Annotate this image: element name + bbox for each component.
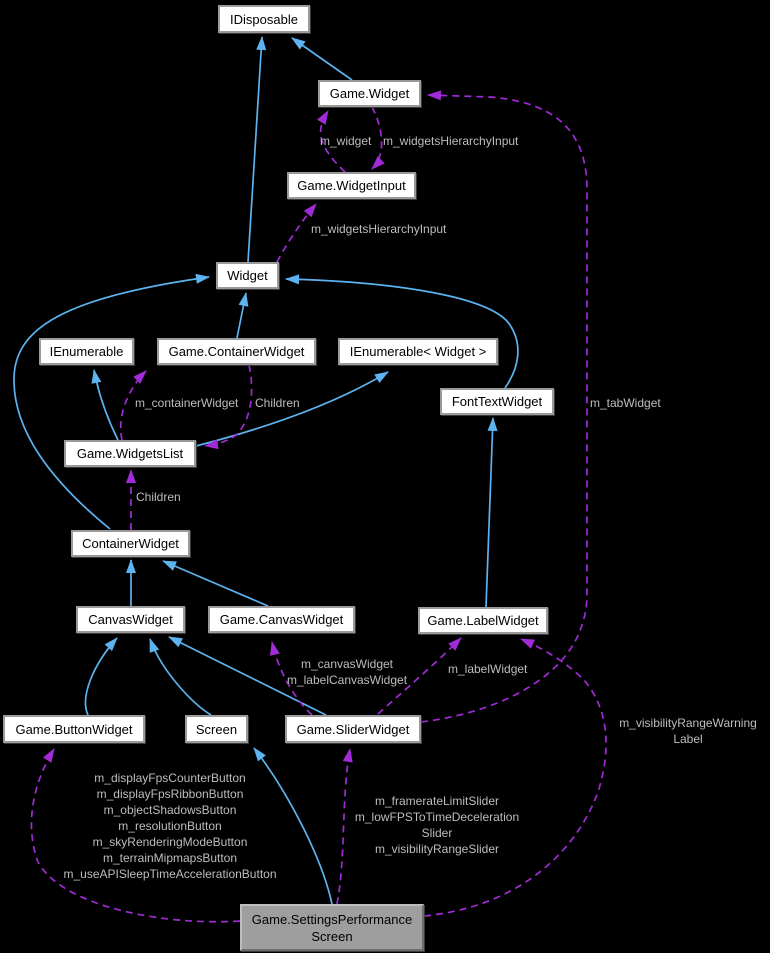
node-ienumerable[interactable]: IEnumerable <box>39 338 134 365</box>
edge-widgetinput-gamewidget-mwidget <box>317 110 346 173</box>
edge-label-visibilityrangewarninglabel: m_visibilityRangeWarning Label <box>619 716 757 746</box>
edge-label-m-containerwidget: m_containerWidget <box>135 396 239 410</box>
edge-label-m-labelwidget: m_labelWidget <box>448 662 528 676</box>
edge-sliderwidget-gamewidget-tab <box>420 90 588 723</box>
node-widget[interactable]: Widget <box>216 262 279 289</box>
node-containerwidget[interactable]: ContainerWidget <box>71 530 190 557</box>
node-game-widget[interactable]: Game.Widget <box>318 80 421 107</box>
edge-label-m-widget: m_widget <box>320 134 372 148</box>
edge-widgetslist-ienumerablewidget <box>195 371 389 447</box>
edge-sliderwidget-gamelabelwidget <box>377 637 462 715</box>
node-screen[interactable]: Screen <box>185 715 248 743</box>
edge-screen-canvaswidget <box>149 638 212 716</box>
edge-label-m-tabwidget: m_tabWidget <box>590 396 661 410</box>
edge-sliderwidget-gamecanvaswidget <box>269 641 313 716</box>
edge-widgetslist-ienumerable <box>91 369 119 441</box>
edge-widget-idisposable <box>247 36 267 263</box>
edge-label-buttons: m_displayFpsCounterButton m_displayFpsRi… <box>63 771 277 881</box>
edge-settingsscreen-screen <box>253 747 333 905</box>
edge-gamecontainerwidget-widget <box>236 292 249 339</box>
edge-settingsscreen-gamelabelwidget <box>423 638 607 917</box>
edge-gamewidget-widgetinput-hierarchy <box>371 106 385 170</box>
edge-gamecontainerwidget-widgetslist <box>204 364 253 450</box>
node-game-labelwidget[interactable]: Game.LabelWidget <box>418 607 548 634</box>
edge-label-children-right: Children <box>255 396 300 410</box>
edge-widgetslist-gamecontainerwidget <box>119 370 147 441</box>
edge-label-children-mid: Children <box>136 490 181 504</box>
edge-label-canvaswidgets: m_canvasWidget m_labelCanvasWidget <box>286 657 408 687</box>
node-game-buttonwidget[interactable]: Game.ButtonWidget <box>3 715 145 743</box>
edge-label-sliders: m_framerateLimitSlider m_lowFPSToTimeDec… <box>354 794 520 856</box>
edge-gamecanvaswidget-containerwidget <box>162 560 269 607</box>
edge-gamebuttonwidget-canvaswidget <box>84 637 118 716</box>
node-fonttextwidget[interactable]: FontTextWidget <box>440 388 554 415</box>
edge-widget-widgetinput-hierarchy <box>276 203 317 263</box>
node-ienumerable-widget[interactable]: IEnumerable< Widget > <box>338 338 498 365</box>
node-idisposable[interactable]: IDisposable <box>218 5 310 33</box>
node-game-containerwidget[interactable]: Game.ContainerWidget <box>157 338 316 365</box>
edge-gamelabelwidget-fonttextwidget <box>485 417 498 608</box>
edge-containerwidget-widget <box>13 273 210 530</box>
node-game-sliderwidget[interactable]: Game.SliderWidget <box>285 715 421 743</box>
edge-label-m-widgetshierarchyinput-top: m_widgetsHierarchyInput <box>383 134 519 148</box>
edge-gamewidget-idisposable <box>291 37 353 81</box>
edge-fonttextwidget-widget <box>285 274 519 389</box>
node-game-settingsperformancescreen[interactable]: Game.SettingsPerformance Screen <box>240 904 424 951</box>
edge-settingsscreen-buttonwidget <box>30 748 241 923</box>
edge-label-m-widgetshierarchyinput-mid: m_widgetsHierarchyInput <box>311 222 447 236</box>
node-game-widgetinput[interactable]: Game.WidgetInput <box>287 172 416 199</box>
node-canvaswidget[interactable]: CanvasWidget <box>76 606 185 633</box>
node-game-widgetslist[interactable]: Game.WidgetsList <box>64 440 196 467</box>
edge-settingsscreen-sliderwidget <box>336 748 353 905</box>
node-game-canvaswidget[interactable]: Game.CanvasWidget <box>208 606 355 633</box>
